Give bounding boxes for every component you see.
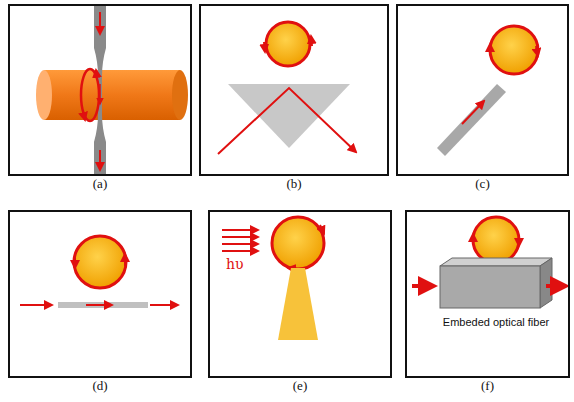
free-space-excitation bbox=[222, 230, 318, 340]
embedded-fiber-block bbox=[412, 258, 566, 308]
figure-panel: (b) bbox=[199, 4, 389, 176]
panel-caption: (c) bbox=[398, 176, 567, 192]
microsphere-resonators bbox=[74, 22, 538, 288]
panel-caption: (a) bbox=[10, 176, 190, 192]
figure-panel: (f) bbox=[405, 210, 570, 378]
panel-caption: (f) bbox=[407, 378, 568, 394]
component-label: Embeded optical fiber bbox=[443, 316, 549, 328]
panel-caption: (b) bbox=[201, 176, 387, 192]
figure-panel: (d) bbox=[8, 210, 192, 378]
photon-energy-label: hυ bbox=[226, 256, 244, 272]
figure-panel: (a) bbox=[8, 4, 192, 176]
figure-panel: (e) bbox=[208, 210, 392, 378]
angle-polished-fiber bbox=[437, 84, 506, 156]
planar-waveguide bbox=[20, 302, 178, 308]
fiber-taper-resonator bbox=[36, 6, 188, 176]
panel-caption: (d) bbox=[10, 378, 190, 394]
figure-panel: (c) bbox=[396, 4, 569, 176]
prism-coupler bbox=[218, 84, 356, 154]
panel-caption: (e) bbox=[210, 378, 390, 394]
